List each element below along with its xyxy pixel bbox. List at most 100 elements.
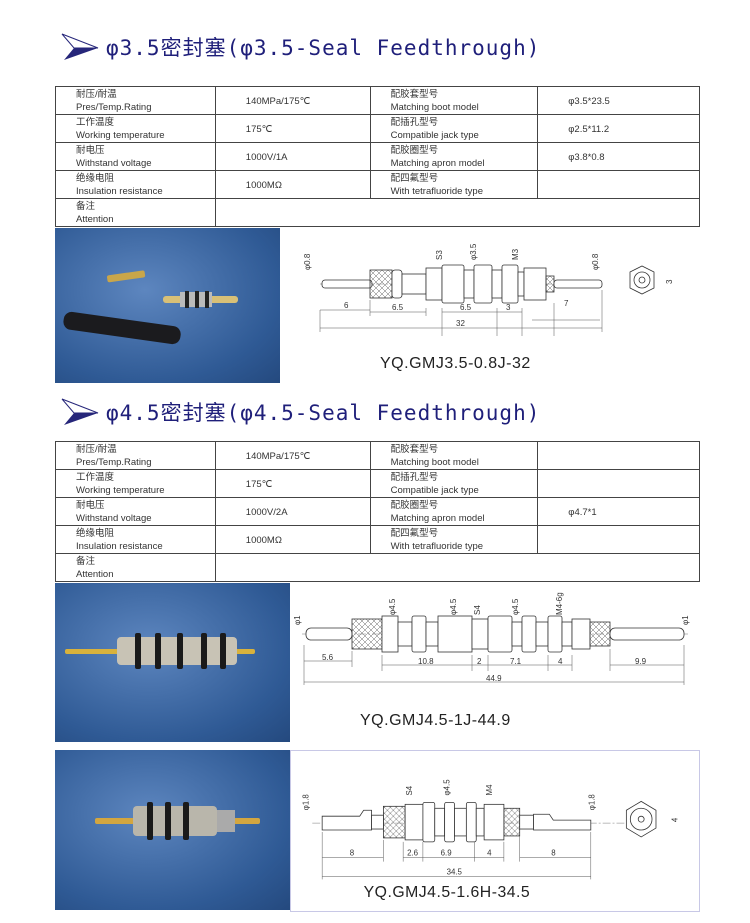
dimension-label: 34.5 xyxy=(447,867,463,876)
spec-table: 耐压/耐温 Pres/Temp.Rating 140MPa/175℃ 配胶套型号 M… xyxy=(55,441,701,582)
product-photo xyxy=(55,750,290,910)
dimension-label: 32 xyxy=(456,319,465,328)
param-value: 140MPa/175℃ xyxy=(214,441,371,470)
dimension-label: 8 xyxy=(551,849,556,858)
dimension-label: φ3.5 xyxy=(469,243,478,260)
table-row: 工作温度 Working temperature 175℃ 配插孔型号 Compat… xyxy=(55,114,700,143)
note-value xyxy=(214,198,701,227)
model-number: YQ.GMJ3.5-0.8J-32 xyxy=(380,355,531,372)
param-value: φ2.5*11.2 xyxy=(537,114,700,143)
dimension-label: 6.5 xyxy=(392,303,404,312)
section-title: φ4.5密封塞(φ4.5-Seal Feedthrough) xyxy=(60,397,540,427)
param-label-cn: 配四氟型号 xyxy=(390,173,439,184)
param-label-cn: 耐压/耐温 xyxy=(76,444,117,455)
technical-drawing: φ1.8 S4 φ4.5 M4 φ1.8 8 2.6 6.9 4 8 34.5 … xyxy=(290,750,700,912)
param-label-cn: 工作温度 xyxy=(76,472,115,483)
table-row: 绝缘电阻 Insulation resistance 1000MΩ 配四氟型号 Wi… xyxy=(55,525,700,554)
arrow-bullet-icon xyxy=(61,398,99,425)
dimension-label: φ0.8 xyxy=(591,253,600,270)
dimension-label: 8 xyxy=(350,849,355,858)
param-label-cn: 配胶圈型号 xyxy=(390,500,439,511)
dimension-label: 7 xyxy=(564,299,569,308)
dimension-label: φ4.5 xyxy=(511,598,520,615)
param-label-en: Pres/Temp.Rating xyxy=(76,457,152,468)
dimension-label: S3 xyxy=(435,250,444,260)
param-value xyxy=(537,441,700,470)
param-label-en: Pres/Temp.Rating xyxy=(76,102,152,113)
dimension-label: 6.5 xyxy=(460,303,472,312)
dimension-label: φ1.8 xyxy=(588,794,597,811)
dimension-label: 9.9 xyxy=(635,657,647,666)
param-label-en: Matching apron model xyxy=(390,513,485,524)
param-value: 175℃ xyxy=(214,469,371,498)
dimension-label: 4 xyxy=(487,849,492,858)
model-number: YQ.GMJ4.5-1J-44.9 xyxy=(360,712,511,729)
dimension-label: φ1 xyxy=(293,615,302,625)
dimension-label: 4 xyxy=(558,657,563,666)
param-label-en: Insulation resistance xyxy=(76,541,163,552)
dimension-label: M4 xyxy=(485,784,494,796)
param-label-en: Working temperature xyxy=(76,130,165,141)
dimension-label: 3 xyxy=(506,303,511,312)
note-value xyxy=(214,553,701,582)
table-row: 耐压/耐温 Pres/Temp.Rating 140MPa/175℃ 配胶套型号 M… xyxy=(55,86,700,115)
spec-table: 耐压/耐温 Pres/Temp.Rating 140MPa/175℃ 配胶套型号 M… xyxy=(55,86,701,227)
param-label-cn: 配插孔型号 xyxy=(390,472,439,483)
dimension-label: 3 xyxy=(665,279,674,284)
param-value: 1000V/2A xyxy=(214,497,371,526)
note-label-cn: 备注 xyxy=(76,201,96,212)
param-value xyxy=(537,469,700,498)
param-value: φ4.7*1 xyxy=(537,497,700,526)
param-value xyxy=(537,170,700,199)
param-label-cn: 绝缘电阻 xyxy=(76,173,115,184)
param-label-en: Matching apron model xyxy=(390,158,485,169)
param-value: 1000MΩ xyxy=(214,525,371,554)
note-label-en: Attention xyxy=(76,214,114,225)
param-label-cn: 工作温度 xyxy=(76,117,115,128)
model-number: YQ.GMJ4.5-1.6H-34.5 xyxy=(364,884,531,901)
dimension-label: φ4.5 xyxy=(443,779,452,796)
dimension-label: φ1.8 xyxy=(301,794,310,811)
technical-drawing: φ0.8 S3 φ3.5 M3 φ0.8 6 6.5 6.5 3 7 32 3 … xyxy=(280,228,700,383)
param-label-en: Compatible jack type xyxy=(390,130,479,141)
dimension-label: 7.1 xyxy=(510,657,522,666)
param-label-en: Matching boot model xyxy=(390,457,479,468)
dimension-label: φ1 xyxy=(681,615,690,625)
param-label-cn: 绝缘电阻 xyxy=(76,528,115,539)
table-row: 备注 Attention xyxy=(55,553,701,582)
param-label-en: Withstand voltage xyxy=(76,158,152,169)
dimension-label: S4 xyxy=(473,605,482,615)
arrow-bullet-icon xyxy=(61,33,99,60)
dimension-label: 6.9 xyxy=(441,849,453,858)
param-label-cn: 耐压/耐温 xyxy=(76,89,117,100)
dimension-label: M4-6g xyxy=(555,592,564,615)
dimension-label: 4 xyxy=(671,817,680,822)
param-value: φ3.8*0.8 xyxy=(537,142,700,171)
note-label-cn: 备注 xyxy=(76,556,96,567)
dimension-label: 2.6 xyxy=(407,849,419,858)
param-label-cn: 配胶圈型号 xyxy=(390,145,439,156)
param-value: 140MPa/175℃ xyxy=(214,86,371,115)
param-label-cn: 配胶套型号 xyxy=(390,89,439,100)
table-row: 耐压/耐温 Pres/Temp.Rating 140MPa/175℃ 配胶套型号 M… xyxy=(55,441,700,470)
technical-drawing: φ1 φ4.5 φ4.5 S4 φ4.5 M4-6g φ1 5.6 10.8 2… xyxy=(290,585,700,742)
dimension-label: 6 xyxy=(344,301,349,310)
param-label-en: Insulation resistance xyxy=(76,186,163,197)
param-label-en: Matching boot model xyxy=(390,102,479,113)
note-label-en: Attention xyxy=(76,569,114,580)
param-value: 175℃ xyxy=(214,114,371,143)
param-label-en: With tetrafluoride type xyxy=(390,541,484,552)
dimension-label: 10.8 xyxy=(418,657,434,666)
param-label-cn: 配插孔型号 xyxy=(390,117,439,128)
param-label-en: With tetrafluoride type xyxy=(390,186,483,197)
product-photo xyxy=(55,228,280,383)
param-label-cn: 耐电压 xyxy=(76,145,105,156)
param-label-cn: 配胶套型号 xyxy=(390,444,439,455)
param-label-cn: 配四氟型号 xyxy=(390,528,439,539)
param-label-en: Compatible jack type xyxy=(390,485,479,496)
section-title: φ3.5密封塞(φ3.5-Seal Feedthrough) xyxy=(60,32,540,62)
